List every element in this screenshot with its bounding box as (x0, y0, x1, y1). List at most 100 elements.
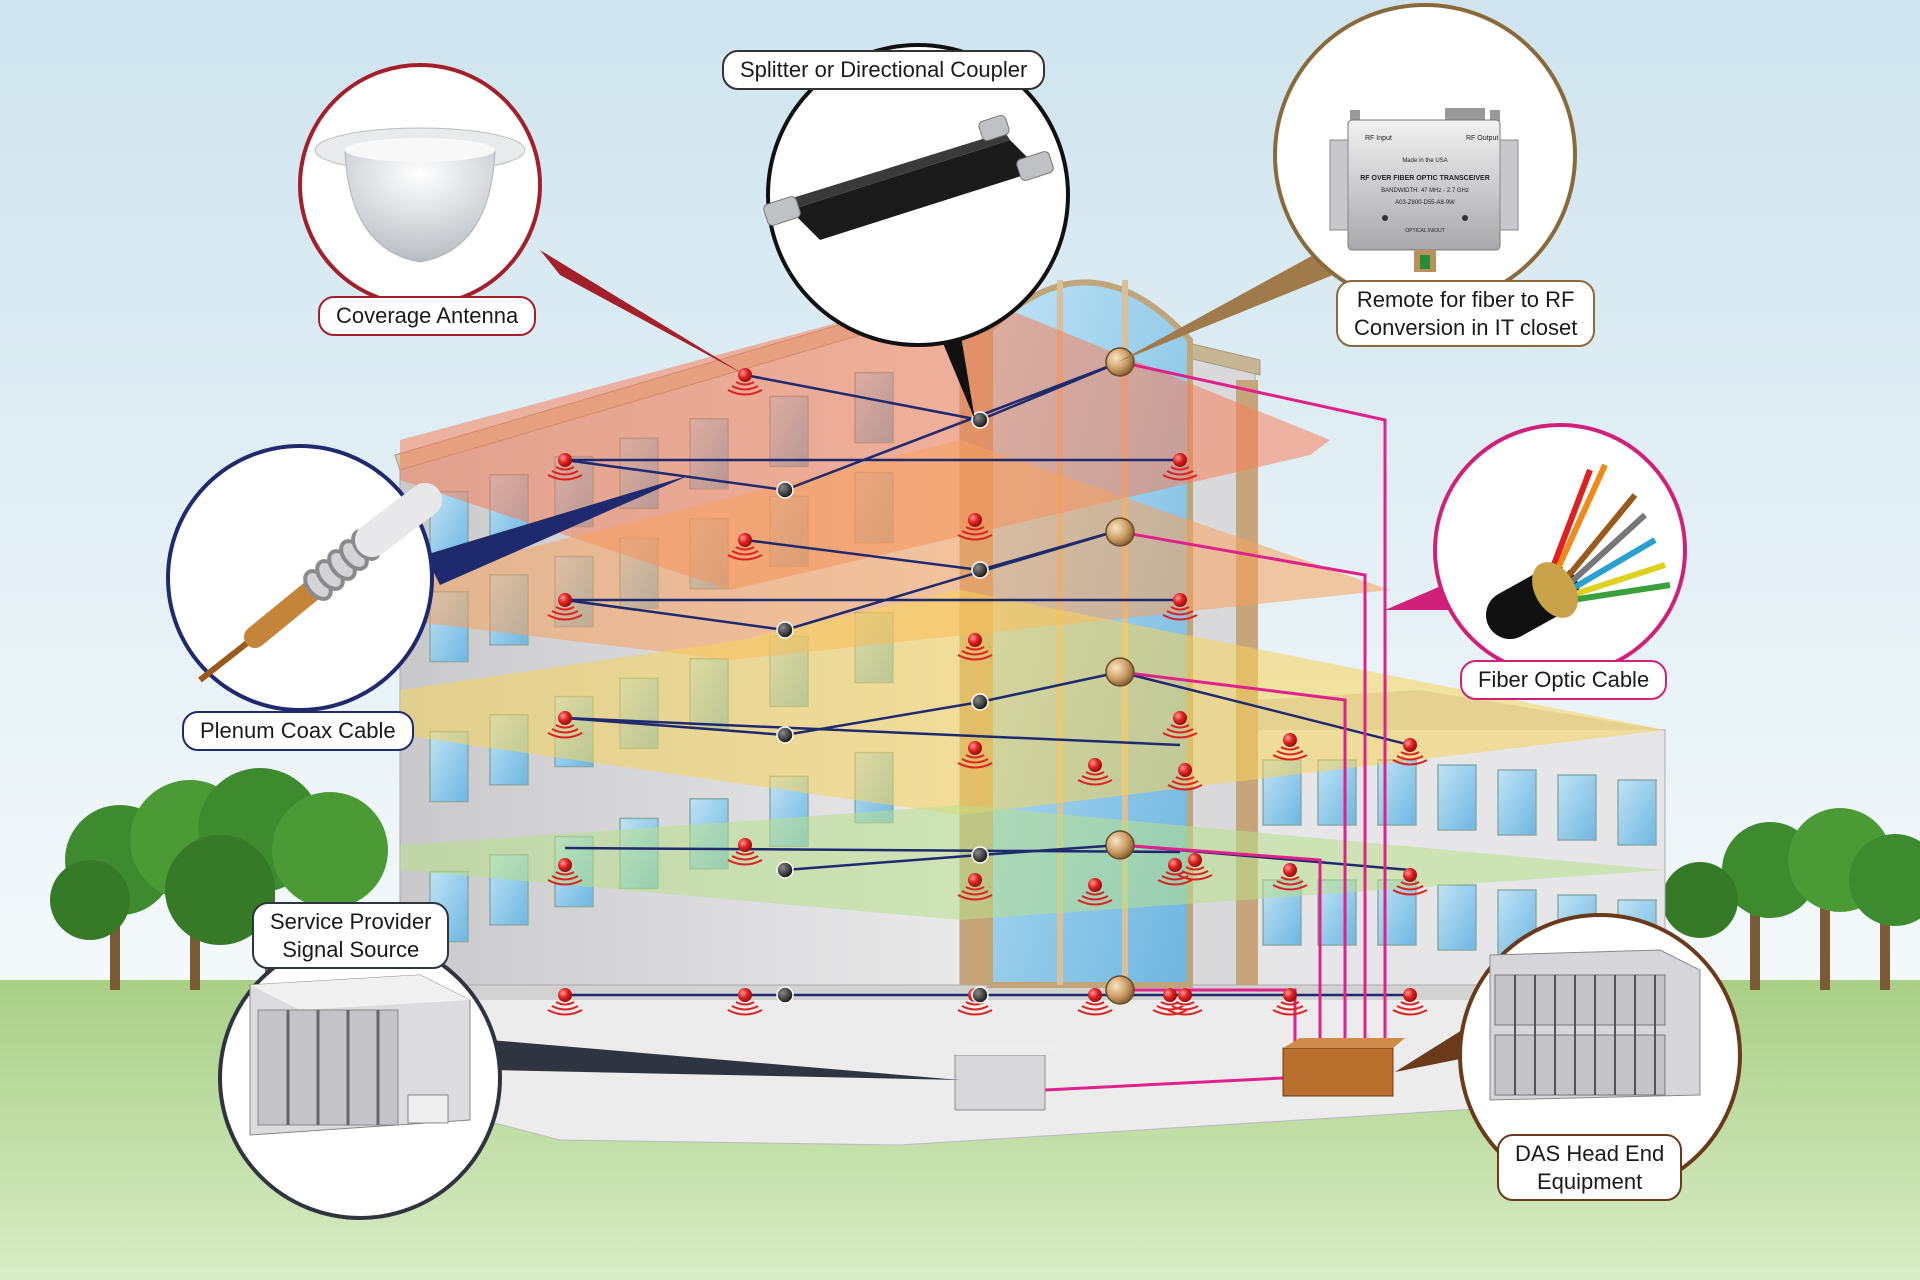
floor-plane-top (400, 290, 1330, 590)
antenna-node (727, 838, 763, 866)
plenum-coax-callout (166, 444, 442, 712)
coverage-pointer (540, 250, 745, 375)
coax-cable-icon (198, 483, 442, 683)
antenna-node (1392, 738, 1428, 766)
antenna-node (1157, 858, 1193, 886)
antenna-node (727, 533, 763, 561)
server-rack-icon-das (1489, 949, 1701, 1101)
splitter-icon (763, 114, 1054, 240)
antenna-node (1152, 988, 1188, 1016)
coax-line (784, 528, 1121, 632)
das-headend-callout (1458, 913, 1742, 1197)
remote-label-line1: Remote for fiber to RF (1356, 287, 1575, 312)
coverage-antenna-label-text: Coverage Antenna (336, 303, 519, 328)
splitter-node (971, 986, 989, 1004)
antenna-node (547, 988, 583, 1016)
signal-source-box (954, 1045, 1058, 1111)
coax-network (564, 360, 1411, 997)
antenna-node (957, 633, 993, 661)
antenna-node (547, 453, 583, 481)
antenna-node (957, 873, 993, 901)
remote-transceiver-callout: RF Input RF Output Made in the USA RF OV… (1273, 3, 1577, 307)
antenna-node (1162, 453, 1198, 481)
network-nodes (547, 347, 1428, 1016)
remote-node (1105, 830, 1135, 860)
window (1497, 769, 1537, 836)
splitter-node (971, 693, 989, 711)
antenna-node (1077, 758, 1113, 786)
antenna-node (957, 741, 993, 769)
coax-line (564, 716, 786, 737)
splitter-node (776, 986, 794, 1004)
server-rack-icon (249, 974, 471, 1136)
transceiver-made-in: Made in the USA (1402, 158, 1447, 164)
antenna-node (1162, 593, 1198, 621)
remote-label-line2: Conversion in IT closet (1354, 314, 1578, 340)
das-pointer (1395, 1025, 1480, 1072)
remote-pointer (1118, 235, 1370, 362)
window (1557, 774, 1597, 841)
coax-line (564, 598, 786, 632)
coax-line (564, 846, 1181, 854)
coax-line (744, 538, 981, 572)
coax-pointer (425, 475, 690, 585)
antenna-node (1167, 988, 1203, 1016)
coax-line (564, 716, 1181, 747)
fiber-line (1119, 843, 1322, 1050)
antenna-node (1167, 763, 1203, 791)
transceiver-optical: OPTICAL IN/OUT (1405, 228, 1445, 234)
antenna-icon (314, 127, 526, 263)
transceiver-title: RF OVER FIBER OPTIC TRANSCEIVER (1360, 175, 1490, 182)
service-provider-label-line1: Service Provider (270, 909, 432, 934)
splitter-node (776, 481, 794, 499)
antenna-node (727, 988, 763, 1016)
splitter-label: Splitter or Directional Coupler (722, 50, 1046, 90)
das-headend-box (1282, 1038, 1405, 1097)
splitter-node (971, 846, 989, 864)
transceiver-model: A03-Z800-D55-A8-9W (1395, 200, 1455, 206)
das-headend-label-line2: Equipment (1537, 1168, 1643, 1194)
tree-icon-left (50, 768, 388, 990)
antenna-node (1392, 868, 1428, 896)
remote-label: Remote for fiber to RF Conversion in IT … (1336, 280, 1596, 347)
transceiver-rf-input: RF Input (1365, 135, 1392, 142)
fiber-line (1119, 530, 1367, 1050)
tree-icon-right (1662, 808, 1920, 990)
fiber-line (1120, 988, 1297, 1050)
coax-line (1119, 670, 1411, 747)
antenna-node (547, 593, 583, 621)
service-pointer (490, 1040, 960, 1080)
coax-line (979, 843, 1121, 857)
transceiver-rf-output: RF Output (1466, 135, 1498, 142)
window (1617, 779, 1657, 846)
coverage-antenna-label: Coverage Antenna (318, 296, 537, 336)
splitter-node (776, 726, 794, 744)
splitter-node (971, 561, 989, 579)
antenna-node (547, 858, 583, 886)
fiber-line (1044, 1076, 1284, 1092)
das-headend-label-line1: DAS Head End (1515, 1141, 1665, 1166)
coax-line (744, 373, 981, 422)
floor-plane-4 (400, 805, 1665, 920)
fiber-optic-label-text: Fiber Optic Cable (1478, 667, 1650, 692)
floor-plane-2 (400, 440, 1390, 660)
floor-plane-3 (400, 590, 1665, 815)
plenum-coax-label: Plenum Coax Cable (182, 711, 414, 751)
das-headend-label: DAS Head End Equipment (1497, 1134, 1683, 1201)
remote-node (1105, 347, 1135, 377)
antenna-node (1077, 988, 1113, 1016)
service-provider-callout (218, 936, 502, 1220)
antenna-node (1177, 853, 1213, 881)
fiber-optic-label: Fiber Optic Cable (1460, 660, 1668, 700)
antenna-node (1392, 988, 1428, 1016)
remote-node (1105, 657, 1135, 687)
coax-line (564, 458, 786, 492)
fiber-cable-icon (1486, 463, 1671, 639)
antenna-node (1272, 733, 1308, 761)
coax-line (784, 700, 981, 737)
coax-line (979, 670, 1121, 704)
window (1437, 884, 1477, 951)
coverage-antenna-callout (298, 63, 542, 307)
splitter-node (776, 861, 794, 879)
antenna-node (1077, 878, 1113, 906)
